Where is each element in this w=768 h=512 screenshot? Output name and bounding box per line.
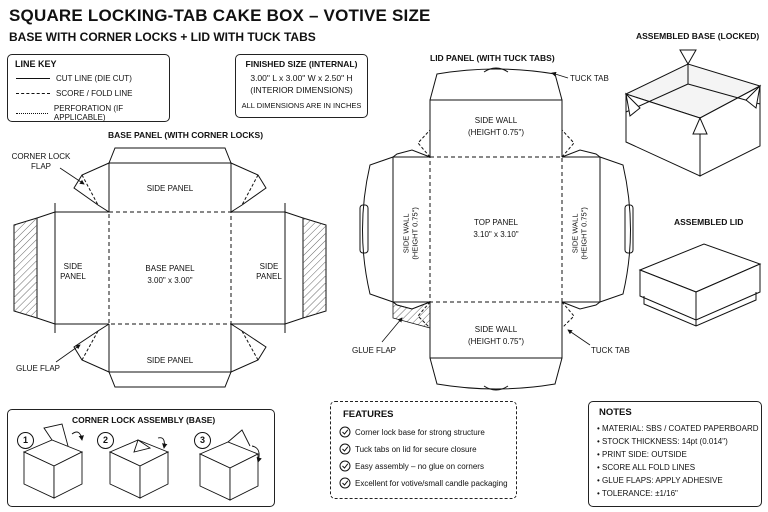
- base-side-panel-left: SIDE PANEL: [60, 262, 86, 282]
- step-1-badge: 1: [17, 432, 34, 449]
- key-perforation-line: PERFORATION (IF APPLICABLE): [16, 104, 169, 122]
- dotted-line-icon: [16, 112, 48, 114]
- lid-top-panel-dims: 3.10" x 3.10": [473, 230, 519, 239]
- tuck-tab-callout-top: TUCK TAB: [570, 74, 609, 83]
- notes-heading: NOTES: [599, 407, 632, 418]
- lid-panel-heading: LID PANEL (WITH TUCK TABS): [430, 53, 555, 63]
- note-item-6: • TOLERANCE: ±1/16": [597, 489, 678, 498]
- notes-box: NOTES • MATERIAL: SBS / COATED PAPERBOAR…: [588, 401, 762, 507]
- finished-size-heading: FINISHED SIZE (INTERNAL): [245, 59, 358, 69]
- base-panel-dims: 3.00" x 3.00": [147, 276, 193, 285]
- base-side-panel-bottom: SIDE PANEL: [146, 356, 194, 365]
- feature-item-4: Excellent for votive/small candle packag…: [355, 479, 508, 488]
- lid-glue-arrow: [381, 317, 403, 343]
- corner-lock-assembly-box: CORNER LOCK ASSEMBLY (BASE) 1 2 3: [7, 409, 275, 507]
- step-2-badge: 2: [97, 432, 114, 449]
- key-cut-line: CUT LINE (DIE CUT): [16, 74, 132, 83]
- corner-lock-arrow: [59, 167, 85, 185]
- feature-item-3: Easy assembly – no glue on corners: [355, 462, 484, 471]
- lid-side-wall-top-height: (HEIGHT 0.75"): [467, 128, 525, 137]
- base-side-panel-top: SIDE PANEL: [146, 184, 194, 193]
- lid-side-wall-bottom-height: (HEIGHT 0.75"): [467, 337, 525, 346]
- assembled-base-heading: ASSEMBLED BASE (LOCKED): [636, 31, 760, 41]
- base-glue-hatch: [14, 218, 326, 318]
- base-glue-arrow: [55, 344, 81, 363]
- note-item-4: • SCORE ALL FOLD LINES: [597, 463, 696, 472]
- lid-top-panel-label: TOP PANEL: [473, 218, 519, 227]
- page-title: SQUARE LOCKING-TAB CAKE BOX – VOTIVE SIZ…: [9, 6, 431, 25]
- finished-size-box: FINISHED SIZE (INTERNAL) 3.00" L x 3.00"…: [235, 54, 368, 118]
- step-3-badge: 3: [194, 432, 211, 449]
- assembled-lid-heading: ASSEMBLED LID: [674, 217, 744, 227]
- base-panel-heading: BASE PANEL (WITH CORNER LOCKS): [108, 130, 264, 140]
- dashed-line-icon: [16, 93, 50, 94]
- lid-panel-dieline: [359, 67, 634, 391]
- corner-lock-assembly-heading: CORNER LOCK ASSEMBLY (BASE): [72, 415, 216, 425]
- note-item-2: • STOCK THICKNESS: 14pt (0.014"): [597, 437, 728, 446]
- assembled-base-illustration: [624, 49, 762, 177]
- corner-lock-callout: CORNER LOCK FLAP: [11, 152, 71, 172]
- finished-size-note: (INTERIOR DIMENSIONS): [250, 85, 353, 95]
- feature-item-1: Corner lock base for strong structure: [355, 428, 485, 437]
- features-box: FEATURES Corner lock base for strong str…: [330, 401, 517, 499]
- tuck-tab-callout-bottom: TUCK TAB: [591, 346, 630, 355]
- key-score-line: SCORE / FOLD LINE: [16, 89, 132, 98]
- lid-side-wall-top: SIDE WALL: [474, 116, 518, 125]
- lid-side-wall-left: SIDE WALL (HEIGHT 0.75"): [401, 207, 420, 260]
- lid-side-wall-right: SIDE WALL (HEIGHT 0.75"): [570, 207, 589, 260]
- base-side-panel-right: SIDE PANEL: [256, 262, 282, 282]
- tuck-tab-arrow-bottom: [567, 329, 591, 346]
- lid-glue-flap-callout: GLUE FLAP: [352, 346, 397, 355]
- base-glue-flap-callout: GLUE FLAP: [16, 364, 61, 373]
- note-item-1: • MATERIAL: SBS / COATED PAPERBOARD: [597, 424, 759, 433]
- assembled-lid-illustration: [638, 243, 762, 327]
- solid-line-icon: [16, 78, 50, 79]
- note-item-3: • PRINT SIDE: OUTSIDE: [597, 450, 687, 459]
- corner-lock-steps: [22, 423, 262, 501]
- finished-size-dims: 3.00" L x 3.00" W x 2.50" H: [250, 73, 353, 83]
- line-key-box: LINE KEY CUT LINE (DIE CUT) SCORE / FOLD…: [7, 54, 170, 122]
- line-key-heading: LINE KEY: [15, 59, 57, 69]
- features-heading: FEATURES: [343, 409, 394, 420]
- page-subtitle: BASE WITH CORNER LOCKS + LID WITH TUCK T…: [9, 30, 316, 44]
- feature-check-icons: [339, 426, 351, 489]
- base-panel-label: BASE PANEL: [145, 264, 195, 273]
- feature-item-2: Tuck tabs on lid for secure closure: [355, 445, 477, 454]
- lid-glue-hatch: [392, 301, 431, 329]
- note-item-5: • GLUE FLAPS: APPLY ADHESIVE: [597, 476, 723, 485]
- finished-size-units: ALL DIMENSIONS ARE IN INCHES: [241, 101, 362, 110]
- lid-side-wall-bottom: SIDE WALL: [474, 325, 518, 334]
- tuck-tab-arrow-top: [551, 71, 569, 79]
